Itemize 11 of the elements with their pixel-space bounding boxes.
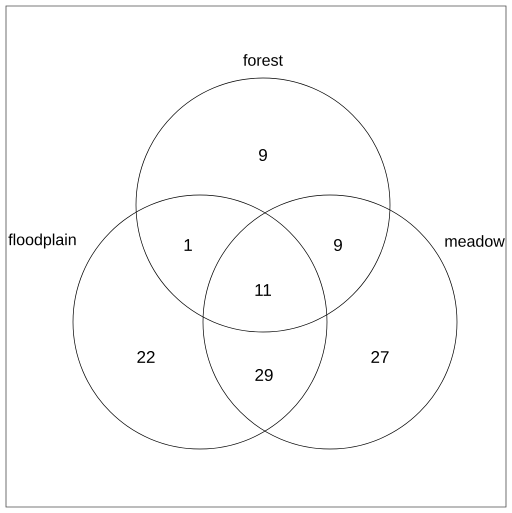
region-count: 22 [137, 351, 155, 363]
region-count: 11 [255, 284, 271, 296]
region-count: 27 [371, 351, 389, 363]
region-count: 9 [259, 148, 267, 162]
region-count: 29 [255, 368, 273, 382]
region-count: 9 [334, 238, 342, 252]
set-label: forest [243, 54, 283, 66]
set-circle [136, 78, 390, 332]
set-label: floodplain [8, 234, 76, 248]
set-label: meadow [445, 235, 505, 247]
region-count: 1 [184, 239, 192, 251]
